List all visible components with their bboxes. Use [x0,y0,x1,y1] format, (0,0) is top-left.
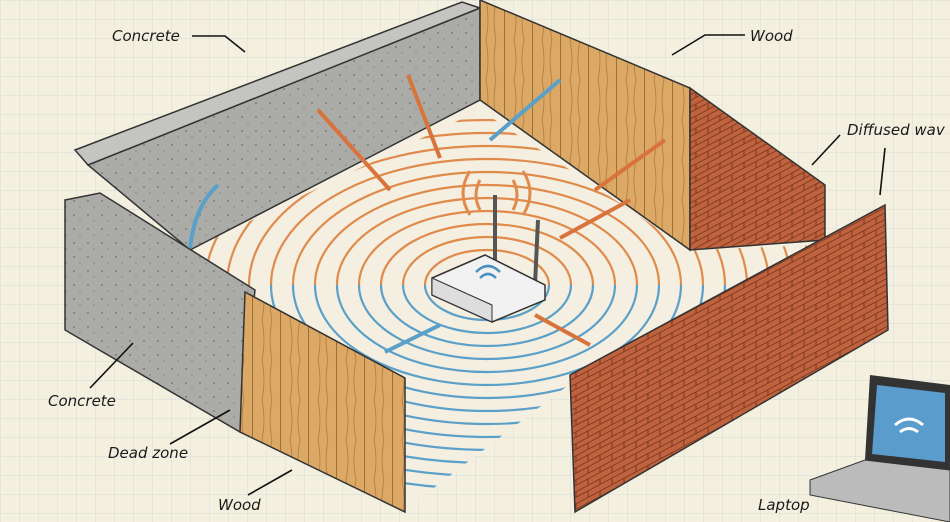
signal-ring-blue [335,284,639,374]
signal-ring-blue [379,284,595,348]
signal-ring-orange [291,170,683,286]
label-leaders [89,34,886,496]
signal-ring-orange [379,222,595,286]
label-wood-top: Wood [750,27,793,45]
front-brick-wall [569,203,889,514]
signal-ring-orange [335,196,639,286]
signal-arrows [188,74,667,354]
signal-ring-orange [313,183,661,286]
signal-ring-orange [401,235,573,286]
signal-ring-blue [357,284,617,361]
wifi-router-icon [431,195,546,323]
signal-ring-orange [357,209,617,286]
signal-ring-blue [401,284,573,335]
wifi-signal-icon [461,170,532,216]
label-laptop: Laptop [758,496,810,514]
laptop-icon [809,375,950,522]
label-concrete-left: Concrete [48,392,116,410]
front-wood-wall [239,290,406,514]
signal-ring-orange [423,248,551,286]
label-concrete-top: Concrete [112,27,180,45]
label-wood-bottom: Wood [218,496,261,514]
label-dead-zone: Dead zone [108,444,188,462]
signal-ring-blue [313,284,661,387]
label-diffused-waves: Diffused wav [847,121,946,139]
